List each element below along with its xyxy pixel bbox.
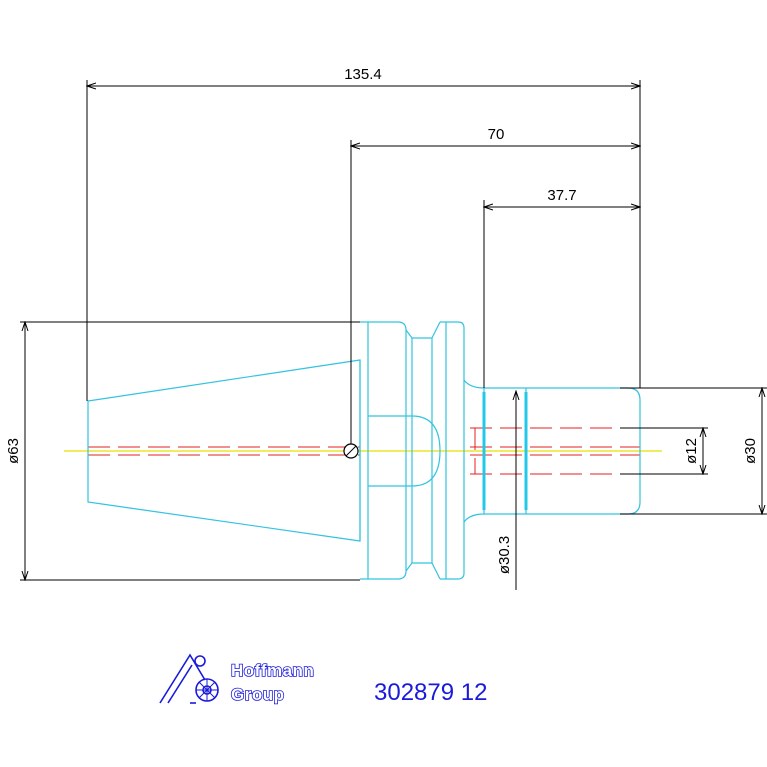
dim-flange-diameter: ø63 [5, 438, 22, 464]
dim-shank-length: 37.7 [547, 187, 576, 204]
part-number: 302879 12 [374, 679, 487, 706]
hidden-bore-lines [88, 427, 640, 475]
hoffmann-group-logo [159, 653, 219, 704]
dim-bore-diameter: ø12 [683, 438, 700, 464]
dim-collar-diameter: ø30.3 [496, 536, 513, 574]
dim-overall-length: 135.4 [344, 66, 382, 83]
dimension-lines [20, 80, 767, 590]
dim-shank-diameter: ø30 [742, 438, 759, 464]
dim-gauge-to-end: 70 [488, 126, 505, 143]
collar-lines [482, 392, 528, 510]
logo-line1: Hoffmann [231, 661, 314, 680]
gauge-point-marker [343, 443, 359, 459]
logo-line2: Group [231, 685, 285, 704]
